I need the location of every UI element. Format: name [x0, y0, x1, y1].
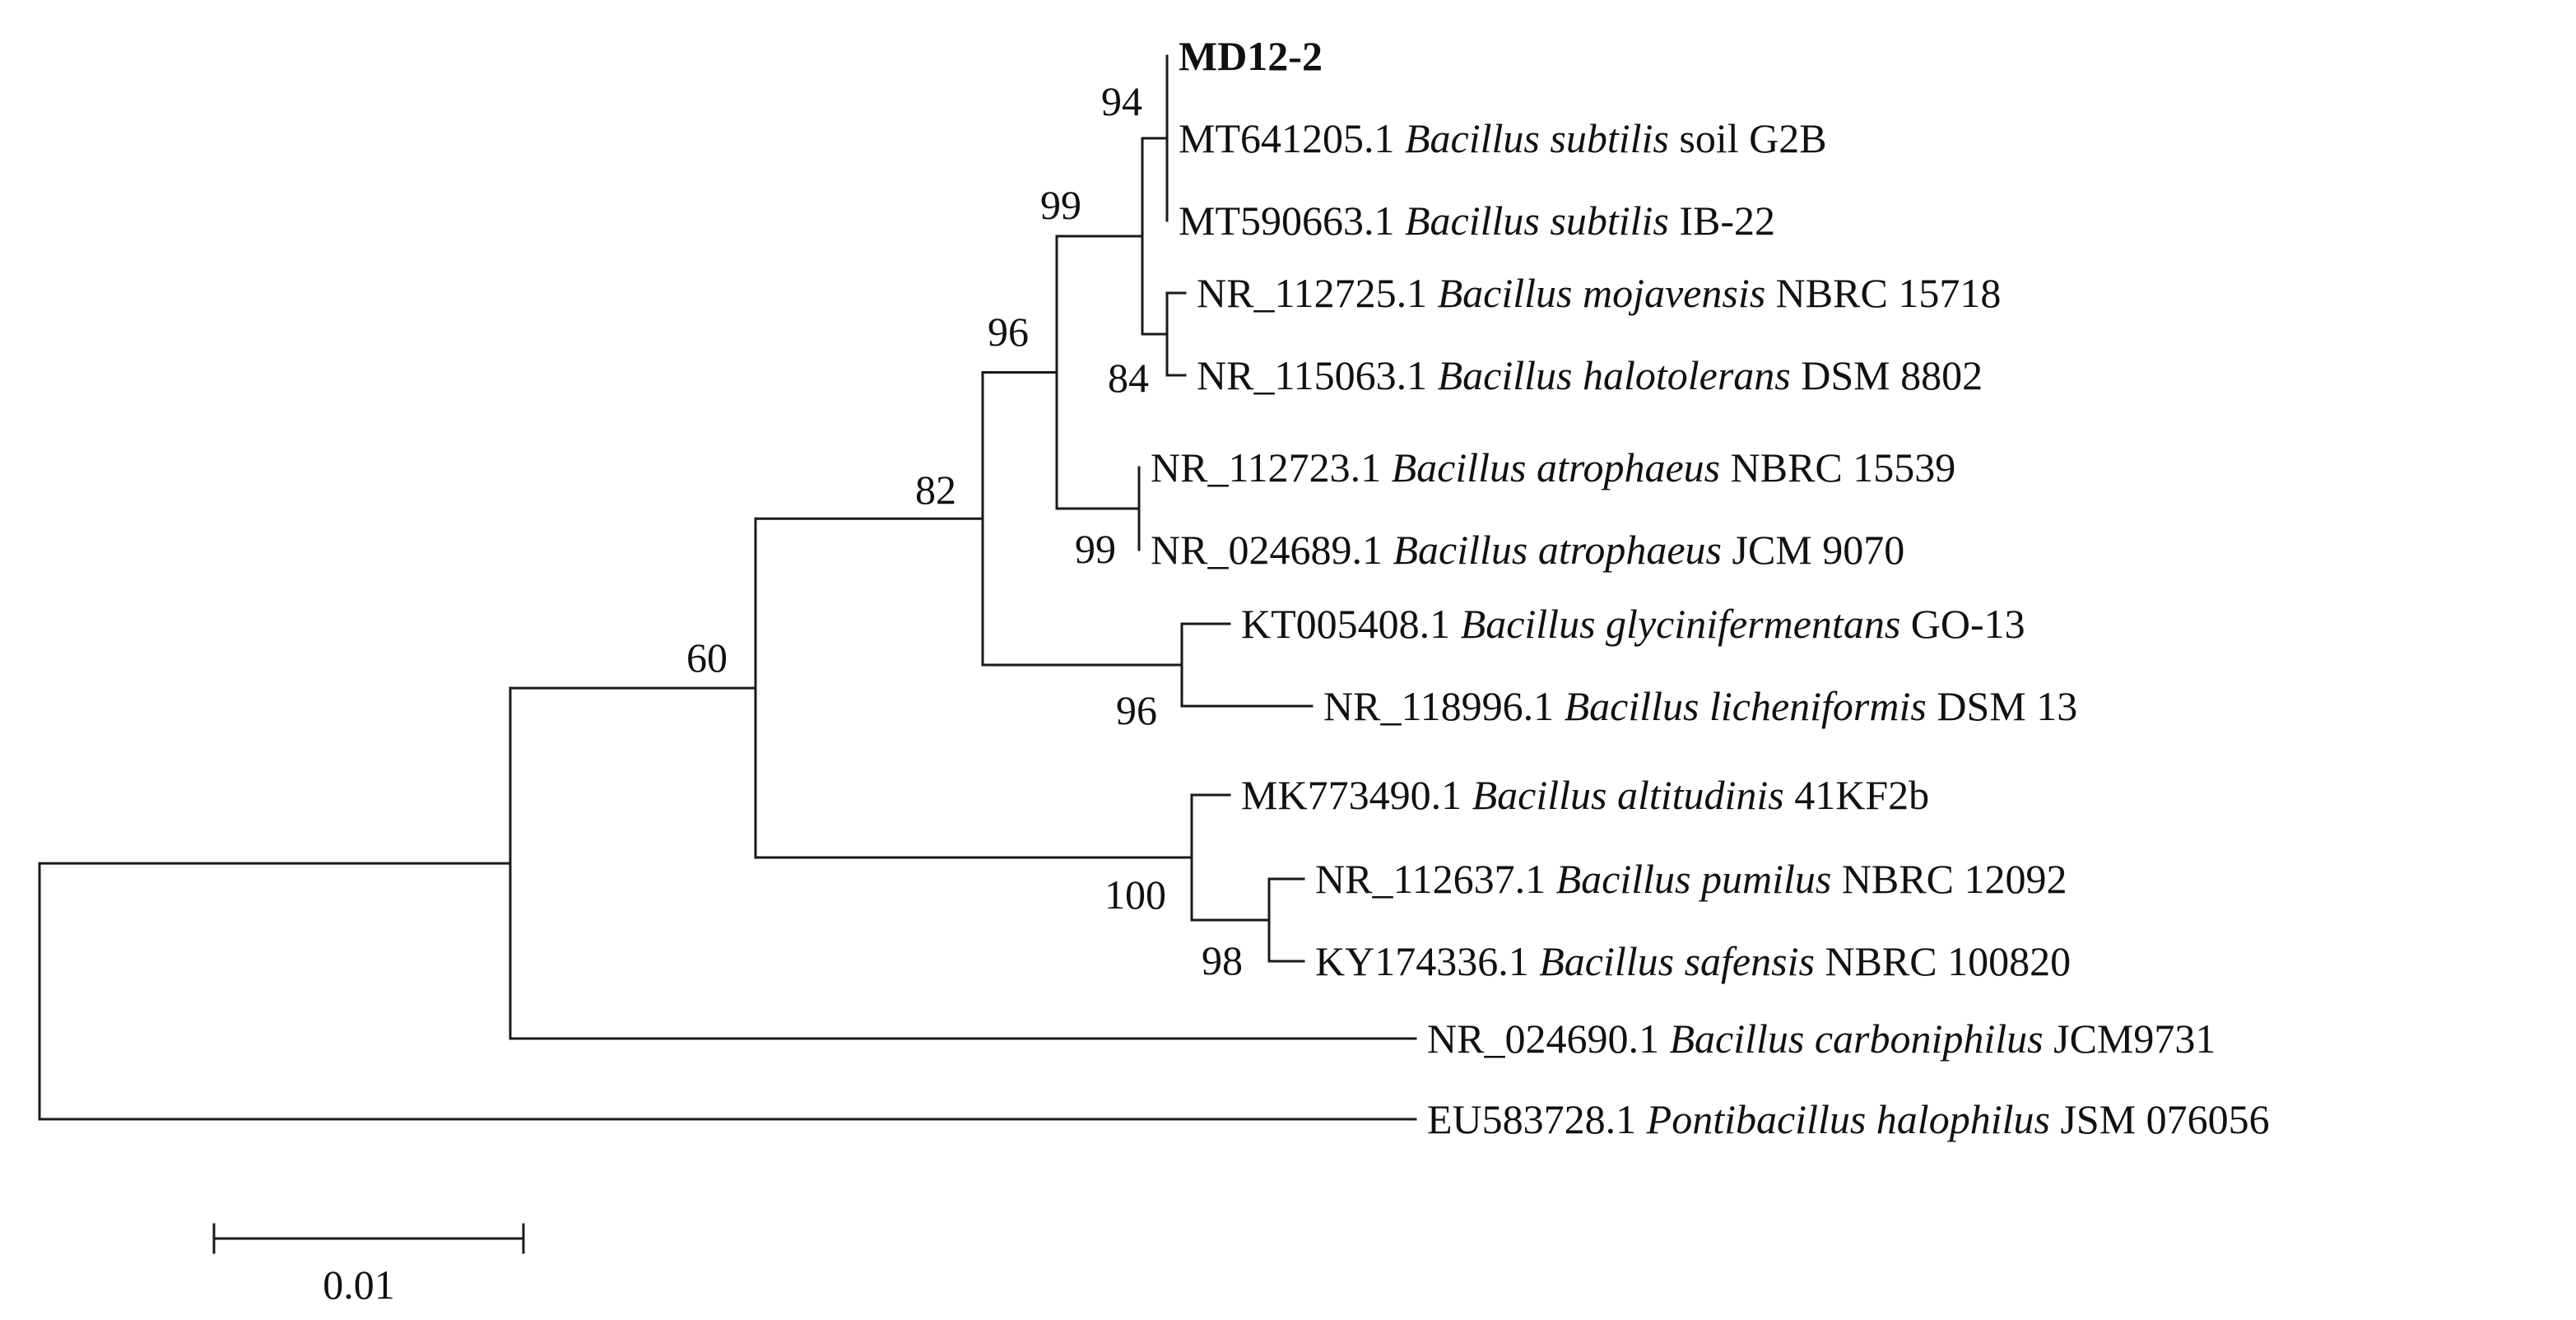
leaf-label: NR_115063.1 Bacillus halotolerans DSM 88… [1197, 352, 1983, 398]
leaf-label: NR_112723.1 Bacillus atrophaeus NBRC 155… [1151, 444, 1955, 490]
bootstrap-value: 96 [1116, 687, 1157, 733]
leaf-species: Bacillus licheniformis [1554, 683, 1927, 729]
leaf-accession: MK773490.1 [1241, 772, 1462, 818]
leaf-accession: MT641205.1 [1179, 115, 1395, 161]
bootstrap-value: 60 [686, 634, 728, 681]
leaf-strain: NBRC 15718 [1765, 270, 2001, 316]
leaf-label: NR_118996.1 Bacillus licheniformis DSM 1… [1323, 683, 2077, 729]
leaf-species: Bacillus mojavensis [1427, 270, 1765, 316]
leaf-label: KY174336.1 Bacillus safensis NBRC 100820 [1315, 938, 2071, 984]
scale-bar-label: 0.01 [323, 1262, 395, 1308]
leaf-accession: NR_112637.1 [1315, 856, 1546, 902]
bootstrap-value: 99 [1040, 182, 1081, 228]
bootstrap-values: 94 99 84 99 96 96 82 98 100 60 [686, 78, 1243, 983]
leaf-accession: KY174336.1 [1315, 938, 1529, 984]
tree-branches [38, 54, 1417, 1121]
leaf-label: NR_024690.1 Bacillus carboniphilus JCM97… [1427, 1016, 2216, 1062]
leaf-species: Bacillus subtilis [1395, 115, 1669, 161]
leaf-strain: NBRC 100820 [1815, 938, 2071, 984]
bootstrap-value: 94 [1101, 78, 1142, 124]
leaf-species: Bacillus glycinifermentans [1450, 601, 1900, 647]
leaf-accession: EU583728.1 [1427, 1096, 1636, 1142]
leaf-strain: DSM 8802 [1791, 352, 1983, 398]
leaf-strain: soil G2B [1669, 115, 1827, 161]
leaf-accession: NR_112725.1 [1197, 270, 1427, 316]
leaf-label: MT590663.1 Bacillus subtilis IB-22 [1179, 198, 1775, 244]
bootstrap-value: 99 [1075, 526, 1116, 572]
leaf-strain: NBRC 15539 [1720, 444, 1955, 490]
leaf-accession: NR_118996.1 [1323, 683, 1554, 729]
leaf-label: NR_024689.1 Bacillus atrophaeus JCM 9070 [1151, 527, 1904, 573]
leaf-species: Pontibacillus halophilus [1636, 1096, 2050, 1142]
leaf-species: Bacillus carboniphilus [1659, 1016, 2044, 1062]
bootstrap-value: 98 [1202, 937, 1243, 983]
leaf-strain: IB-22 [1669, 198, 1775, 244]
leaf-strain: JCM 9070 [1722, 527, 1904, 573]
leaf-strain: NBRC 12092 [1831, 856, 2067, 902]
leaf-strain: DSM 13 [1927, 683, 2077, 729]
leaf-species: Bacillus atrophaeus [1381, 444, 1720, 490]
leaf-label: MK773490.1 Bacillus altitudinis 41KF2b [1241, 772, 1929, 818]
leaf-accession: NR_024690.1 [1427, 1016, 1659, 1062]
scale-bar: 0.01 [212, 1223, 525, 1308]
leaf-species: Bacillus safensis [1529, 938, 1815, 984]
leaf-label: KT005408.1 Bacillus glycinifermentans GO… [1241, 601, 2025, 647]
leaf-species: Bacillus pumilus [1546, 856, 1831, 902]
bootstrap-value: 82 [915, 467, 956, 513]
leaf-species: Bacillus atrophaeus [1383, 527, 1722, 573]
leaf-strain: 41KF2b [1784, 772, 1929, 818]
leaf-accession: NR_115063.1 [1197, 352, 1427, 398]
bootstrap-value: 100 [1104, 871, 1166, 918]
leaf-accession: NR_112723.1 [1151, 444, 1381, 490]
leaf-accession: NR_024689.1 [1151, 527, 1383, 573]
leaf-accession: KT005408.1 [1241, 601, 1450, 647]
leaf-label: MD12-2 [1179, 33, 1323, 79]
leaf-label: NR_112725.1 Bacillus mojavensis NBRC 157… [1197, 270, 2001, 316]
bootstrap-value: 96 [988, 309, 1029, 355]
bootstrap-value: 84 [1108, 355, 1149, 401]
leaf-strain: JSM 076056 [2050, 1096, 2270, 1142]
leaf-label: MT641205.1 Bacillus subtilis soil G2B [1179, 115, 1827, 161]
leaf-accession: MD12-2 [1179, 33, 1323, 79]
leaf-strain: GO-13 [1900, 601, 2025, 647]
leaf-species: Bacillus subtilis [1395, 198, 1669, 244]
leaf-strain: JCM9731 [2044, 1016, 2216, 1062]
leaf-accession: MT590663.1 [1179, 198, 1395, 244]
leaf-species: Bacillus halotolerans [1427, 352, 1791, 398]
leaf-species: Bacillus altitudinis [1462, 772, 1784, 818]
leaf-label: NR_112637.1 Bacillus pumilus NBRC 12092 [1315, 856, 2067, 902]
leaf-label: EU583728.1 Pontibacillus halophilus JSM … [1427, 1096, 2270, 1142]
